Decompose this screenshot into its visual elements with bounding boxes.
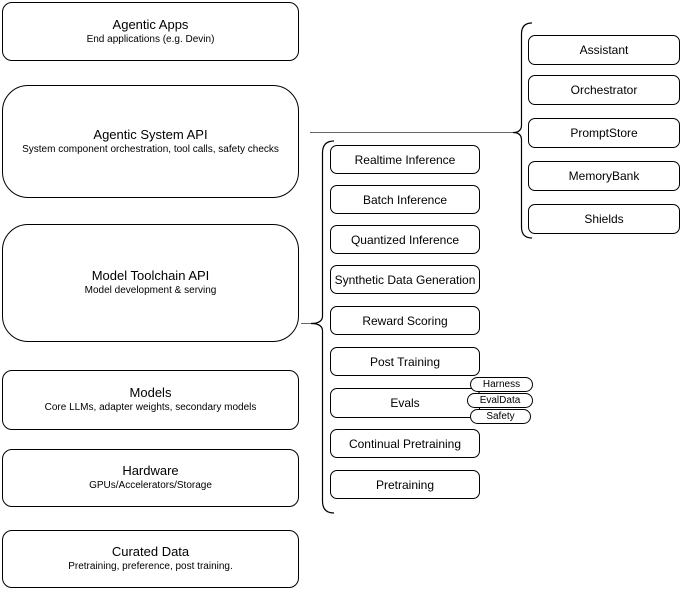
node-quantized-inference: Quantized Inference <box>330 225 480 254</box>
node-title: Agentic Apps <box>112 16 189 32</box>
node-hardware: Hardware GPUs/Accelerators/Storage <box>2 449 299 507</box>
node-continual-pretraining: Continual Pretraining <box>330 429 480 458</box>
node-title: Model Toolchain API <box>91 268 210 283</box>
node-label: Continual Pretraining <box>348 436 462 451</box>
node-evals: Evals <box>330 388 480 418</box>
tag-harness: Harness <box>470 377 533 392</box>
node-model-toolchain-api: Model Toolchain API Model development & … <box>2 224 299 342</box>
node-agentic-apps: Agentic Apps End applications (e.g. Devi… <box>2 2 299 61</box>
node-label: Evals <box>390 396 420 410</box>
node-shields: Shields <box>528 204 680 234</box>
node-title: Hardware <box>122 463 179 478</box>
node-title: Agentic System API <box>93 126 208 142</box>
node-title: Models <box>129 385 172 400</box>
node-subtitle: Core LLMs, adapter weights, secondary mo… <box>44 402 257 413</box>
tag-evaldata: EvalData <box>467 393 533 408</box>
node-subtitle: GPUs/Accelerators/Storage <box>89 480 212 491</box>
node-memorybank: MemoryBank <box>528 161 680 191</box>
node-orchestrator: Orchestrator <box>528 75 680 105</box>
node-subtitle: End applications (e.g. Devin) <box>86 33 215 45</box>
node-label: Assistant <box>579 43 629 57</box>
node-label: Realtime Inference <box>354 152 456 167</box>
node-label: Shields <box>584 212 624 226</box>
tag-safety: Safety <box>470 409 531 424</box>
node-promptstore: PromptStore <box>528 118 680 148</box>
node-batch-inference: Batch Inference <box>330 185 480 214</box>
node-subtitle: Pretraining, preference, post training. <box>68 561 233 572</box>
node-label: Pretraining <box>375 477 435 492</box>
node-pretraining: Pretraining <box>330 470 480 499</box>
node-label: Quantized Inference <box>350 232 460 247</box>
node-post-training: Post Training <box>330 347 480 376</box>
node-curated-data: Curated Data Pretraining, preference, po… <box>2 530 299 588</box>
node-subtitle: Model development & serving <box>84 285 217 296</box>
node-label: Synthetic Data Generation <box>334 272 476 287</box>
node-reward-scoring: Reward Scoring <box>330 306 480 335</box>
node-label: Batch Inference <box>362 192 448 207</box>
node-assistant: Assistant <box>528 35 680 65</box>
node-subtitle: System component orchestration, tool cal… <box>22 143 279 155</box>
node-agentic-system-api: Agentic System API System component orch… <box>2 85 299 198</box>
node-label: Orchestrator <box>570 83 638 97</box>
node-models: Models Core LLMs, adapter weights, secon… <box>2 370 299 430</box>
node-synthetic-data-generation: Synthetic Data Generation <box>330 265 480 294</box>
node-label: MemoryBank <box>568 169 640 183</box>
node-label: Post Training <box>369 354 441 369</box>
node-label: PromptStore <box>570 126 638 140</box>
node-title: Curated Data <box>111 544 190 559</box>
node-label: Reward Scoring <box>362 313 448 328</box>
node-realtime-inference: Realtime Inference <box>330 145 480 174</box>
